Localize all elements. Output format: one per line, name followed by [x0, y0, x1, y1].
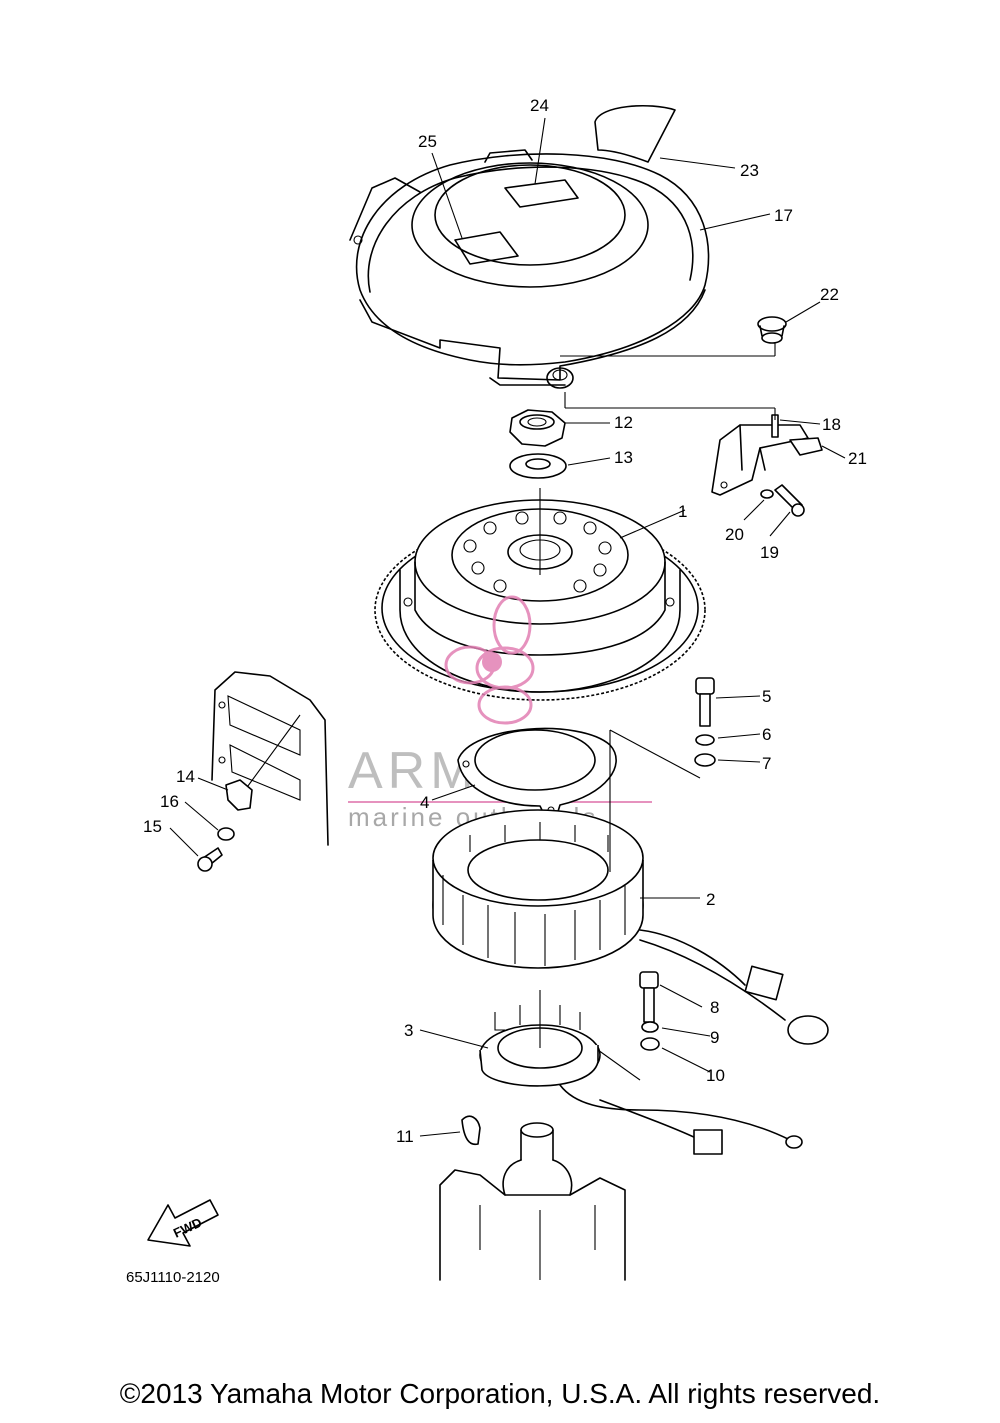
callout-21: 21 — [848, 449, 867, 468]
washer-part-13 — [509, 453, 567, 479]
callout-23: 23 — [740, 161, 759, 180]
callout-24: 24 — [530, 96, 549, 115]
callout-7: 7 — [762, 754, 771, 773]
fwd-arrow: FWD — [147, 1199, 219, 1247]
callout-8: 8 — [710, 998, 719, 1017]
clip-part-21 — [789, 437, 823, 456]
callout-25: 25 — [418, 132, 437, 151]
callout-3: 3 — [404, 1021, 413, 1040]
pulser-base-part-3 — [479, 1005, 803, 1155]
callout-9: 9 — [710, 1028, 719, 1047]
flywheel-part-1 — [374, 499, 706, 701]
decal-part-23 — [594, 105, 676, 163]
leader-lines — [169, 117, 846, 1137]
washer-part-6 — [695, 734, 715, 746]
callout-13: 13 — [614, 448, 633, 467]
callout-6: 6 — [762, 725, 771, 744]
callout-2: 2 — [706, 890, 715, 909]
copyright-notice: ©2013 Yamaha Motor Corporation, U.S.A. A… — [119, 1378, 881, 1409]
callout-18: 18 — [822, 415, 841, 434]
bracket-part-18 — [711, 414, 809, 496]
flywheel-cover — [349, 149, 710, 389]
bolt-part-15 — [197, 847, 223, 872]
grommet-part-22 — [757, 316, 787, 344]
callout-numbers: 1 2 3 4 5 6 7 8 9 10 11 12 13 14 15 16 1… — [143, 96, 867, 1146]
washer-part-10 — [640, 1037, 660, 1051]
callout-11: 11 — [396, 1127, 414, 1146]
diagram-code: 65J1110-2120 — [126, 1269, 220, 1286]
crankshaft-powerhead — [439, 1122, 626, 1281]
callout-4: 4 — [420, 793, 429, 812]
callout-1: 1 — [678, 502, 687, 521]
stator-part-2 — [432, 809, 829, 1045]
bolt-part-5 — [695, 677, 715, 727]
bolt-part-8 — [639, 971, 659, 1023]
plate-part-4 — [457, 727, 617, 819]
callout-5: 5 — [762, 687, 771, 706]
washer-part-20 — [760, 489, 774, 499]
callout-12: 12 — [614, 413, 633, 432]
callout-22: 22 — [820, 285, 839, 304]
key-part-11 — [461, 1115, 481, 1146]
cover-plate — [211, 671, 329, 846]
callout-15: 15 — [143, 817, 162, 836]
callout-10: 10 — [706, 1066, 725, 1085]
washer-part-16 — [217, 827, 235, 841]
washer-part-7 — [694, 753, 716, 767]
callout-17: 17 — [774, 206, 793, 225]
callout-20: 20 — [725, 525, 744, 544]
callout-14: 14 — [176, 767, 195, 786]
bolt-part-19 — [774, 484, 805, 517]
nut-part-12 — [509, 409, 566, 447]
callout-16: 16 — [160, 792, 179, 811]
clamp-part-14 — [225, 779, 253, 811]
callout-19: 19 — [760, 543, 779, 562]
washer-part-9 — [641, 1021, 659, 1033]
